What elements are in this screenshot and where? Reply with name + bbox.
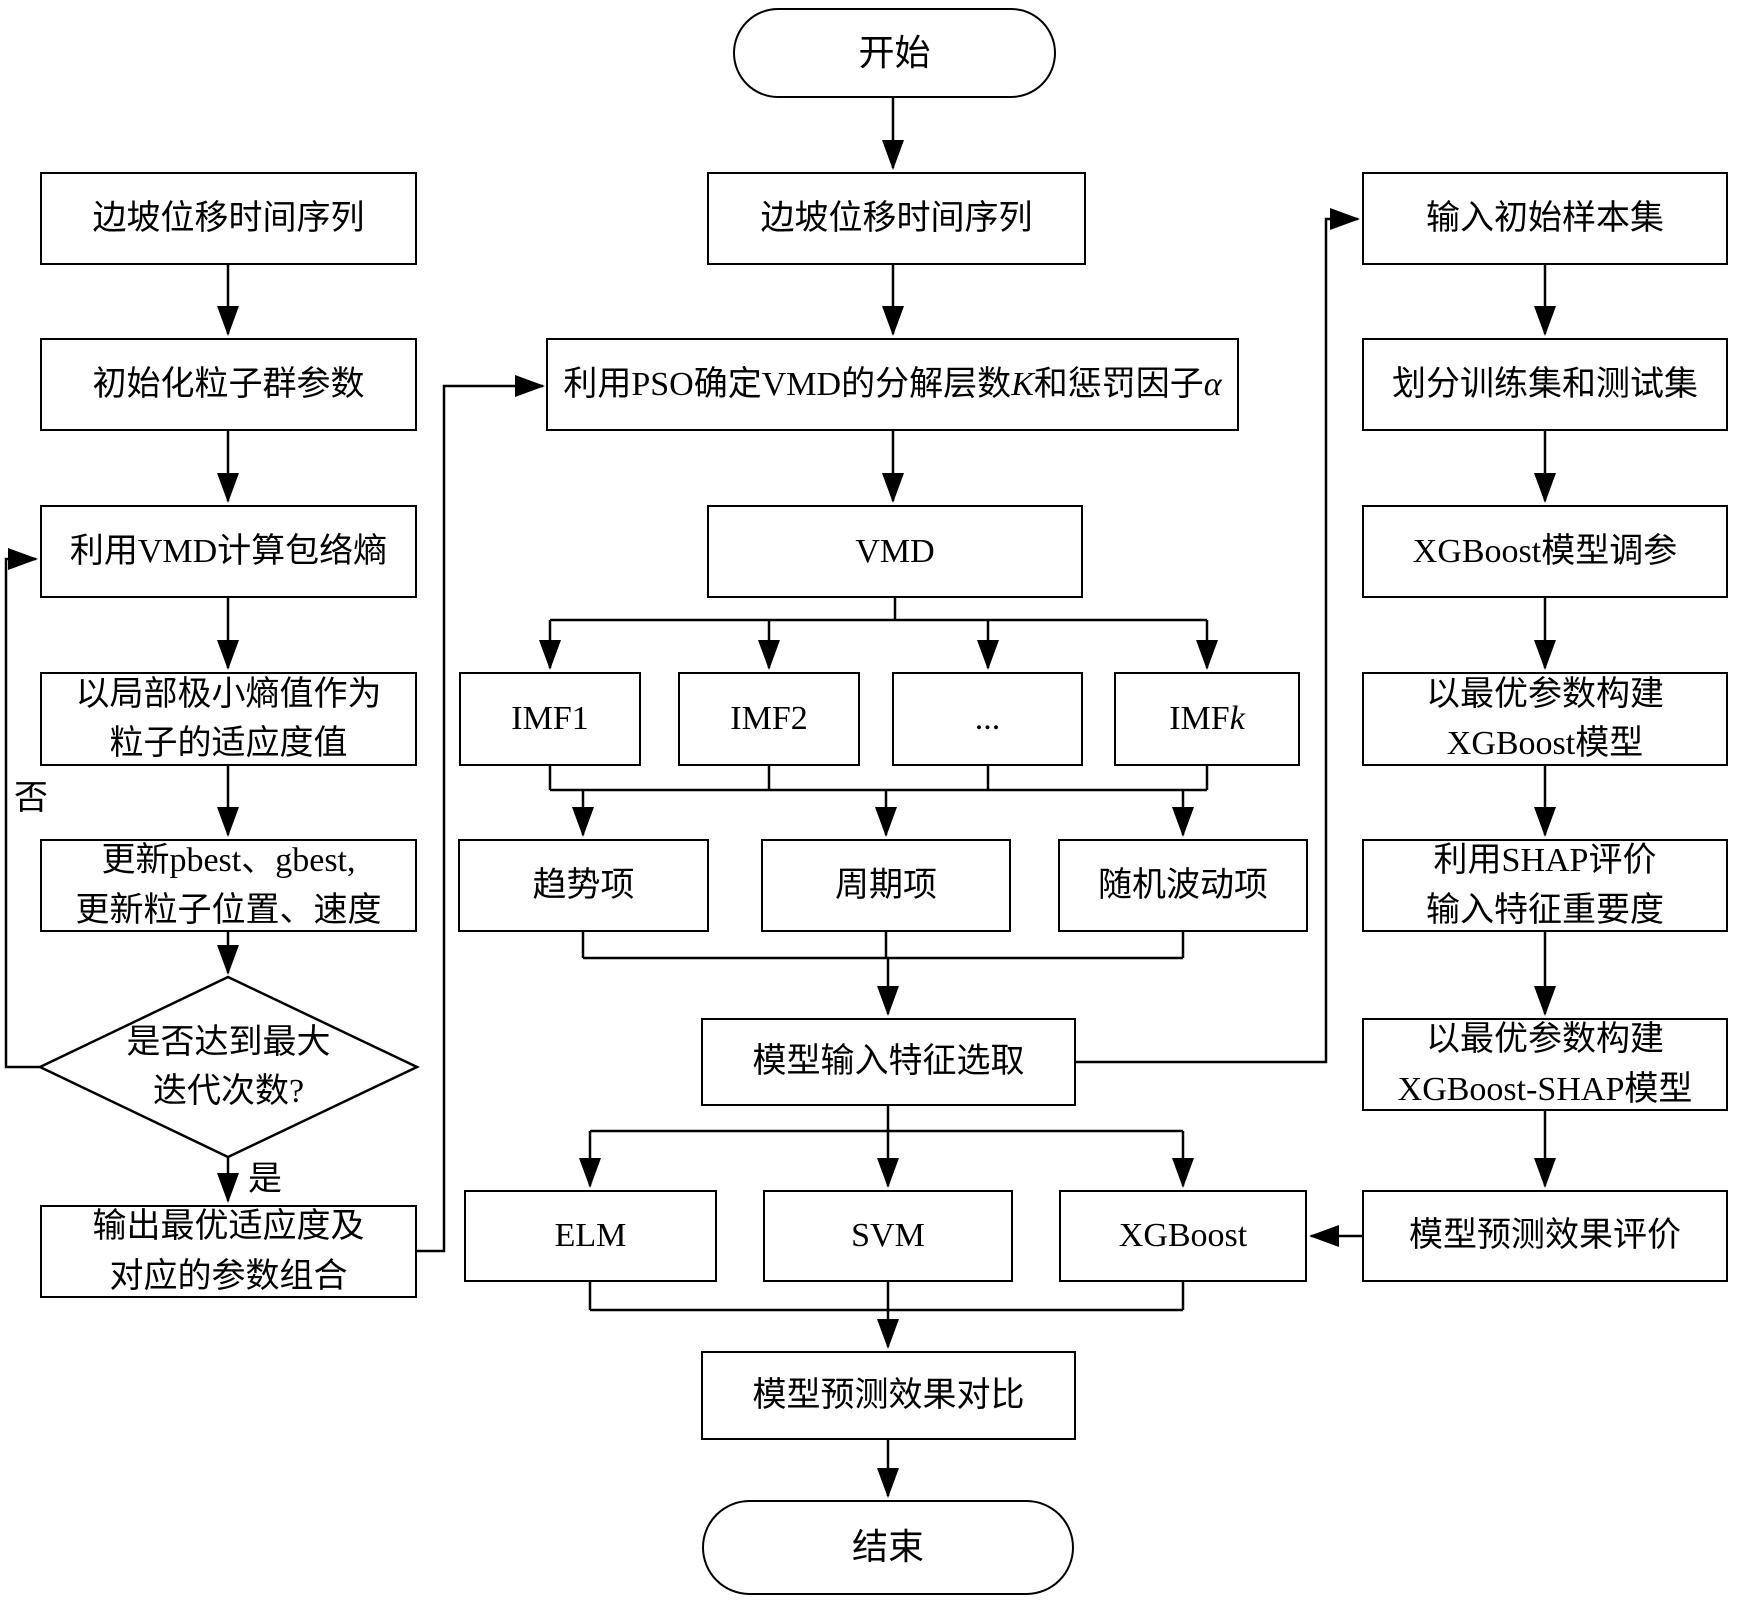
start-terminal: 开始 [733,8,1056,98]
node-imf2: IMF2 [678,672,860,766]
node-vmd: VMD [707,505,1083,598]
node-imf1: IMF1 [459,672,641,766]
node-input-initial-samples: 输入初始样本集 [1362,172,1728,265]
node-prediction-evaluation: 模型预测效果评价 [1362,1190,1728,1282]
edge-output-to-pso [417,375,545,1253]
pso-label-prefix: 利用PSO确定VMD的分解层数 [563,365,1012,403]
node-vmd-envelope-entropy: 利用VMD计算包络熵 [40,505,417,598]
node-build-xgboost-shap: 以最优参数构建 XGBoost-SHAP模型 [1362,1018,1728,1111]
decision-max-iterations: 是否达到最大 迭代次数? [126,1023,331,1110]
end-terminal: 结束 [702,1500,1074,1595]
pso-var-K: K [1011,365,1034,403]
node-fitness-value: 以局部极小熵值作为 粒子的适应度值 [40,672,417,766]
node-prediction-comparison: 模型预测效果对比 [701,1351,1076,1440]
node-shap-importance: 利用SHAP评价 输入特征重要度 [1362,839,1728,932]
node-feature-selection: 模型输入特征选取 [701,1018,1076,1106]
node-slope-series-left: 边坡位移时间序列 [40,172,417,265]
imfk-var-k: k [1229,700,1245,738]
node-elm: ELM [464,1190,717,1282]
node-xgboost-tuning: XGBoost模型调参 [1362,505,1728,598]
edge-feature-to-input-samples [1076,208,1360,1064]
node-random-fluctuation-term: 随机波动项 [1058,839,1308,932]
pso-label-middle: 和惩罚因子 [1033,365,1204,403]
node-imf-ellipsis: ... [892,672,1083,766]
node-split-train-test: 划分训练集和测试集 [1362,338,1728,431]
node-xgboost: XGBoost [1059,1190,1307,1282]
yes-branch-label: 是 [248,1161,282,1198]
decision-diamond-shape [37,975,420,1159]
node-output-best-fitness: 输出最优适应度及 对应的参数组合 [40,1205,417,1298]
imfk-prefix: IMF [1169,700,1230,738]
edge-decision-no-feedback [4,548,40,1069]
node-init-particle-swarm: 初始化粒子群参数 [40,338,417,431]
node-periodic-term: 周期项 [761,839,1011,932]
node-update-pbest-gbest: 更新pbest、gbest, 更新粒子位置、速度 [40,839,417,932]
node-trend-term: 趋势项 [458,839,709,932]
node-build-xgboost: 以最优参数构建 XGBoost模型 [1362,672,1728,766]
no-branch-label: 否 [14,780,48,817]
pso-var-alpha: α [1203,365,1222,403]
node-svm: SVM [763,1190,1013,1282]
node-slope-series-mid: 边坡位移时间序列 [707,172,1086,265]
